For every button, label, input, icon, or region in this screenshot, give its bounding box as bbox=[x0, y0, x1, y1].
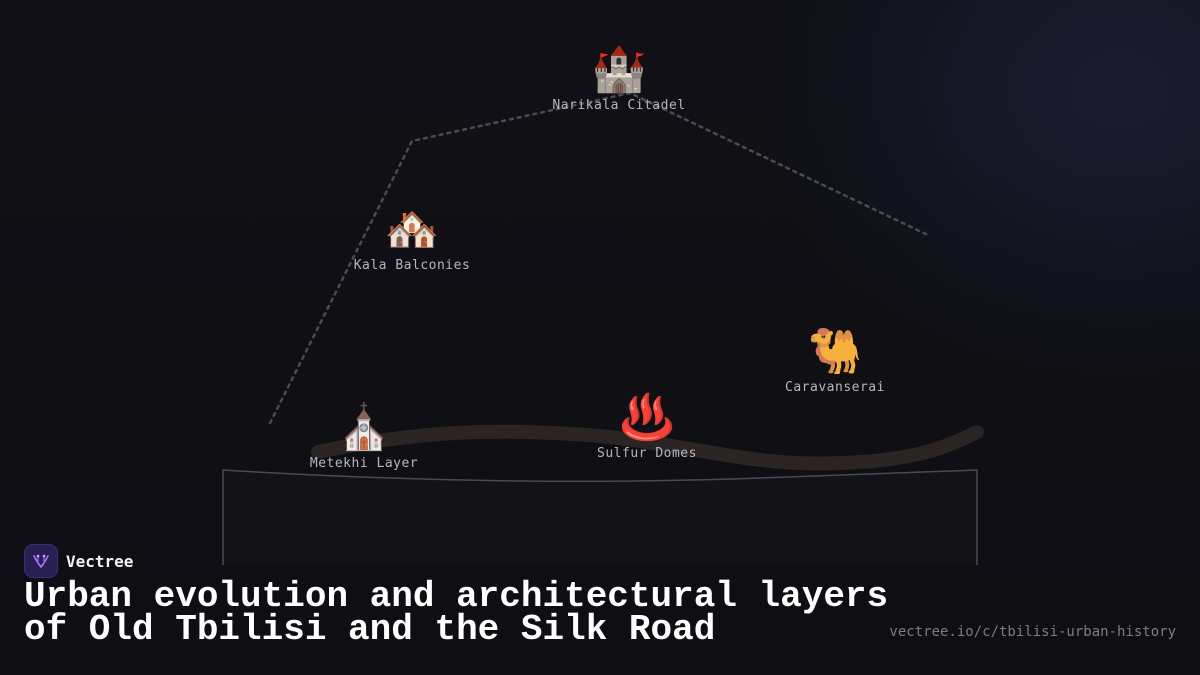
hot-springs-icon: ♨️ bbox=[619, 392, 675, 443]
node-caravanserai[interactable]: 🐫 Caravanserai bbox=[725, 326, 945, 396]
vectree-logo-icon bbox=[24, 544, 58, 578]
source-url[interactable]: vectree.io/c/tbilisi-urban-history bbox=[889, 624, 1176, 640]
node-label: Sulfur Domes bbox=[597, 446, 697, 461]
node-label: Kala Balconies bbox=[353, 258, 471, 273]
node-kala-balconies[interactable]: 🏘️ Kala Balconies bbox=[302, 204, 522, 274]
node-sulfur-domes[interactable]: ♨️ Sulfur Domes bbox=[537, 392, 757, 462]
node-label: Metekhi Layer bbox=[309, 456, 419, 471]
castle-icon: 🏰 bbox=[591, 44, 647, 95]
ridge-path bbox=[268, 91, 932, 425]
node-metekhi-layer[interactable]: ⛪ Metekhi Layer bbox=[254, 402, 474, 472]
houses-icon: 🏘️ bbox=[384, 204, 440, 255]
base-slab bbox=[222, 469, 978, 565]
brand[interactable]: Vectree bbox=[24, 544, 133, 578]
node-label: Narikala Citadel bbox=[552, 98, 686, 113]
node-label: Caravanserai bbox=[785, 380, 885, 395]
brand-name: Vectree bbox=[66, 551, 134, 571]
church-icon: ⛪ bbox=[336, 402, 392, 453]
page-title: Urban evolution and architectural layers… bbox=[24, 576, 889, 650]
node-narikala-citadel[interactable]: 🏰 Narikala Citadel bbox=[509, 44, 729, 114]
river-path bbox=[311, 424, 984, 471]
camel-icon: 🐫 bbox=[807, 326, 863, 377]
